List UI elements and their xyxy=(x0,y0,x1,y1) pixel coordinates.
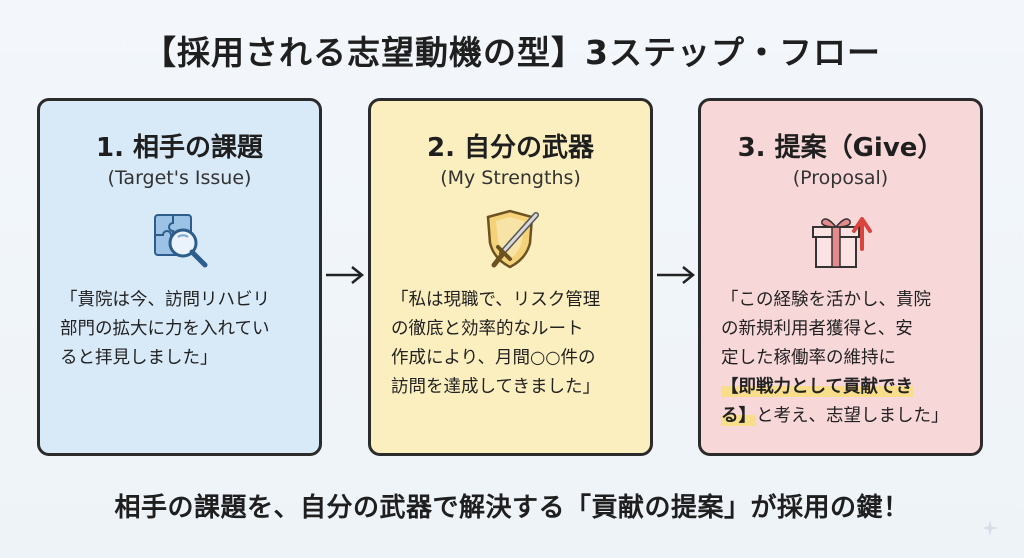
diagram-title: 【採用される志望動機の型】3ステップ・フロー xyxy=(143,33,881,72)
text-line: る】と考え、志望しました」 xyxy=(721,402,971,431)
text-line: ると拝見しました」 xyxy=(60,348,218,368)
text-line: の新規利用者獲得と、安 xyxy=(721,319,913,339)
text-segment: と考え、志望しました」 xyxy=(756,406,949,426)
text-line: 定した稼働率の維持に xyxy=(721,348,896,368)
step-description: 「この経験を活かし、貴院 の新規利用者獲得と、安 定した稼働率の維持に 【即戦力… xyxy=(721,286,971,431)
step-card-my-strengths: 2. 自分の武器 (My Strengths) 「私は現職で、リスク管理 の徹底… xyxy=(368,98,653,456)
gift-arrow-icon xyxy=(806,209,876,273)
puzzle-magnifier-icon xyxy=(145,209,215,273)
sparkle-icon xyxy=(982,520,998,536)
step-subtitle: (Target's Issue) xyxy=(107,167,252,189)
footer-message: 相手の課題を、自分の武器で解決する「貢献の提案」が採用の鍵！ xyxy=(114,493,910,523)
step-card-proposal: 3. 提案（Give） (Proposal) 「この経験を活かし、貴院 の新規利… xyxy=(698,98,983,456)
step-description: 「私は現職で、リスク管理 の徹底と効率的なルート 作成により、月間○○件の 訪問… xyxy=(391,286,641,402)
highlighted-text: 【即戦力として貢献でき xyxy=(721,377,913,397)
step-title: 3. 提案（Give） xyxy=(737,133,944,163)
step-subtitle: (My Strengths) xyxy=(440,167,581,189)
text-line: 作成により、月間○○件の xyxy=(391,348,596,368)
step-title: 2. 自分の武器 xyxy=(426,133,595,163)
text-line: 「貴院は今、訪問リハビリ xyxy=(60,290,270,310)
text-line: 「この経験を活かし、貴院 xyxy=(721,290,931,310)
text-line: の徹底と効率的なルート xyxy=(391,319,584,339)
text-line: 部門の拡大に力を入れてい xyxy=(60,319,270,339)
arrow-right-icon xyxy=(326,266,365,284)
text-line: 「私は現職で、リスク管理 xyxy=(391,290,601,310)
step-subtitle: (Proposal) xyxy=(792,167,889,189)
text-line: 訪問を達成してきました」 xyxy=(391,377,600,397)
step-title: 1. 相手の課題 xyxy=(95,133,264,163)
shield-sword-icon xyxy=(476,209,546,273)
step-card-target-issue: 1. 相手の課題 (Target's Issue) 「貴院は今、訪問リハビリ 部… xyxy=(37,98,322,456)
highlighted-text: る】 xyxy=(721,406,756,426)
arrow-right-icon xyxy=(657,266,696,284)
text-line: 【即戦力として貢献でき xyxy=(721,373,971,402)
step-description: 「貴院は今、訪問リハビリ 部門の拡大に力を入れてい ると拝見しました」 xyxy=(60,286,310,373)
